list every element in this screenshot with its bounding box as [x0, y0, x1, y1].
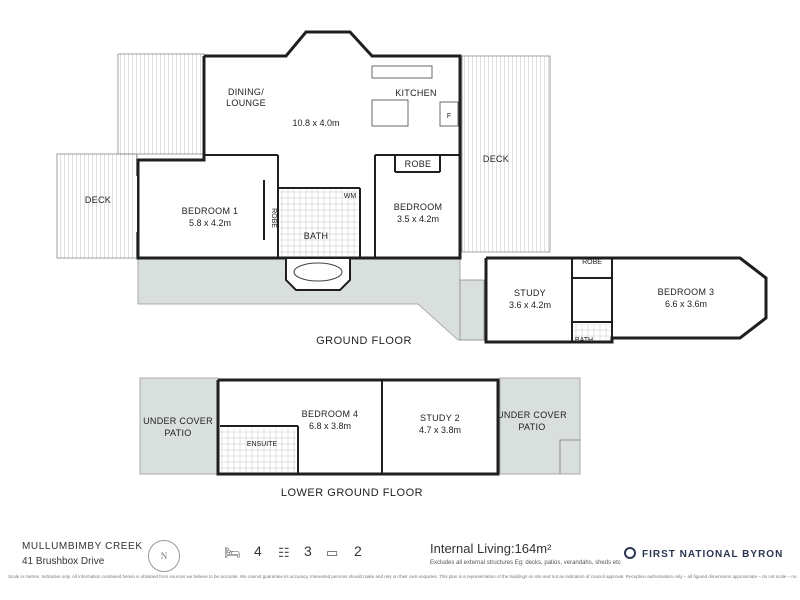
patio-right-area [499, 377, 581, 475]
brand-icon [624, 547, 636, 559]
bath-tiles [280, 190, 358, 256]
dim-study2: 4.7 x 3.8m [419, 425, 461, 435]
deck-right [461, 55, 551, 253]
bed-icon: 🛏 [224, 545, 241, 560]
floor-title-lower: LOWER GROUND FLOOR [281, 487, 423, 499]
entry-stair [459, 279, 485, 341]
brand-name: FIRST NATIONAL BYRON [642, 549, 784, 560]
label-lounge: LOUNGE [226, 98, 266, 108]
car-count: 2 [354, 543, 362, 559]
label-kitchen: KITCHEN [395, 88, 437, 98]
dim-study: 3.6 x 4.2m [509, 300, 551, 310]
label-bedroom: BEDROOM [394, 202, 443, 212]
label-bedroom3: BEDROOM 3 [658, 287, 715, 297]
excludes-note: Excludes all external structures Eg: dec… [430, 560, 621, 566]
wing-walls [484, 256, 768, 344]
wing-internal-walls [571, 258, 613, 342]
label-deck-right: DECK [483, 154, 509, 164]
label-robe-top: ROBE [405, 159, 432, 169]
label-patio-left-1: UNDER COVER [143, 416, 213, 426]
label-patio-right-2: PATIO [518, 422, 545, 432]
main-walls [136, 30, 462, 260]
dim-bedroom: 3.5 x 4.2m [397, 214, 439, 224]
label-bedroom1: BEDROOM 1 [182, 206, 239, 216]
lower-walls [216, 378, 500, 476]
dim-bedroom3: 6.6 x 3.6m [665, 299, 707, 309]
label-study2: STUDY 2 [420, 413, 460, 423]
fridge-box [439, 101, 459, 127]
bath-tub [293, 262, 343, 282]
label-dining: DINING/ [228, 87, 264, 97]
car-icon: ▭ [326, 545, 339, 560]
agency-logo-icon: N [148, 540, 180, 572]
label-bath-small: BATH [575, 337, 593, 344]
label-robe-small: ROBE [582, 259, 602, 266]
shower-icon: ☷ [278, 545, 290, 560]
label-fridge: F [447, 113, 451, 120]
kitchen-bench [371, 65, 433, 79]
floor-plan: DINING/ LOUNGE 10.8 x 4.0m KITCHEN F ROB… [56, 30, 768, 499]
dim-main: 10.8 x 4.0m [292, 118, 339, 128]
bedroom-count: 4 [254, 543, 262, 559]
deck-top-left [117, 53, 205, 155]
internal-walls [204, 154, 460, 258]
dim-bedroom1: 5.8 x 4.2m [189, 218, 231, 228]
ensuite-tiles [220, 428, 296, 472]
lower-internal-walls [220, 380, 383, 474]
suburb: MULLUMBIMBY CREEK [22, 541, 143, 552]
lower-stair [559, 439, 580, 474]
label-wm: WM [344, 193, 357, 200]
disclaimer: Scale in metres. Indicative only. All in… [8, 574, 798, 579]
label-bedroom4: BEDROOM 4 [302, 409, 359, 419]
label-patio-right-1: UNDER COVER [497, 410, 567, 420]
label-robe-side: ROBE [270, 208, 277, 228]
label-bath: BATH [304, 231, 329, 241]
label-deck-left: DECK [85, 195, 111, 205]
label-ensuite: ENSUITE [247, 441, 278, 448]
patio-left-area [139, 377, 219, 475]
internal-living: Internal Living:164m² [430, 541, 552, 556]
floor-title-ground: GROUND FLOOR [316, 335, 412, 347]
bathroom-count: 3 [304, 543, 312, 559]
dim-bedroom4: 6.8 x 3.8m [309, 421, 351, 431]
deck-left [56, 153, 138, 259]
wing-bath-tiles [574, 324, 610, 340]
address: 41 Brushbox Drive [22, 556, 105, 567]
kitchen-island [371, 99, 409, 127]
label-patio-left-2: PATIO [164, 428, 191, 438]
label-study: STUDY [514, 288, 546, 298]
